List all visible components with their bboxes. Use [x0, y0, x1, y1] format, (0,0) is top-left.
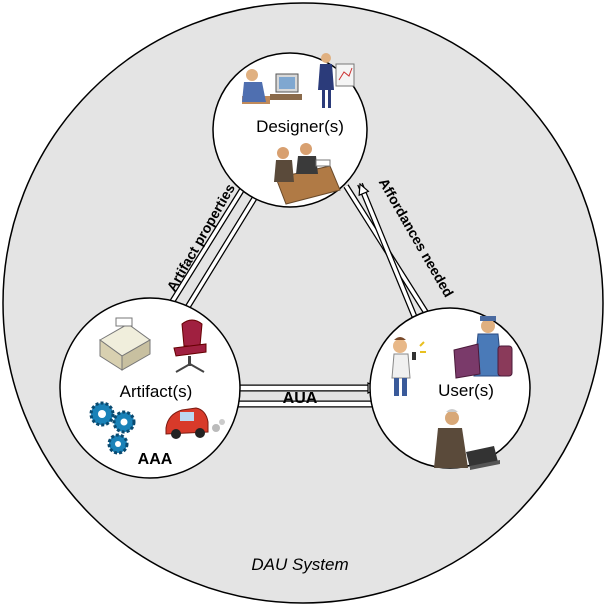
aaa-label: AAA	[138, 451, 173, 468]
system-label: DAU System	[251, 555, 348, 574]
edge-label-aua: AUA	[283, 390, 318, 407]
gears-icon	[89, 401, 136, 455]
man-at-computer-icon	[242, 69, 302, 104]
artifact-label: Artifact(s)	[120, 382, 193, 401]
boy-with-phone-icon	[391, 337, 426, 396]
office-chair-icon	[173, 319, 207, 373]
printer-icon	[99, 317, 151, 371]
meeting-at-desk-icon	[274, 143, 341, 205]
worker-with-bag-icon	[453, 316, 513, 379]
user-node: User(s)	[369, 307, 531, 470]
user-label: User(s)	[438, 381, 494, 400]
designer-node: Designer(s)	[212, 52, 368, 208]
man-on-laptop-icon	[434, 409, 500, 470]
artifact-node: Artifact(s) AAA	[59, 297, 241, 479]
car-icon	[165, 407, 225, 439]
designer-label: Designer(s)	[256, 117, 344, 136]
presenter-at-chart-icon	[318, 53, 355, 108]
edge-artifact-user: AUA	[222, 388, 382, 407]
